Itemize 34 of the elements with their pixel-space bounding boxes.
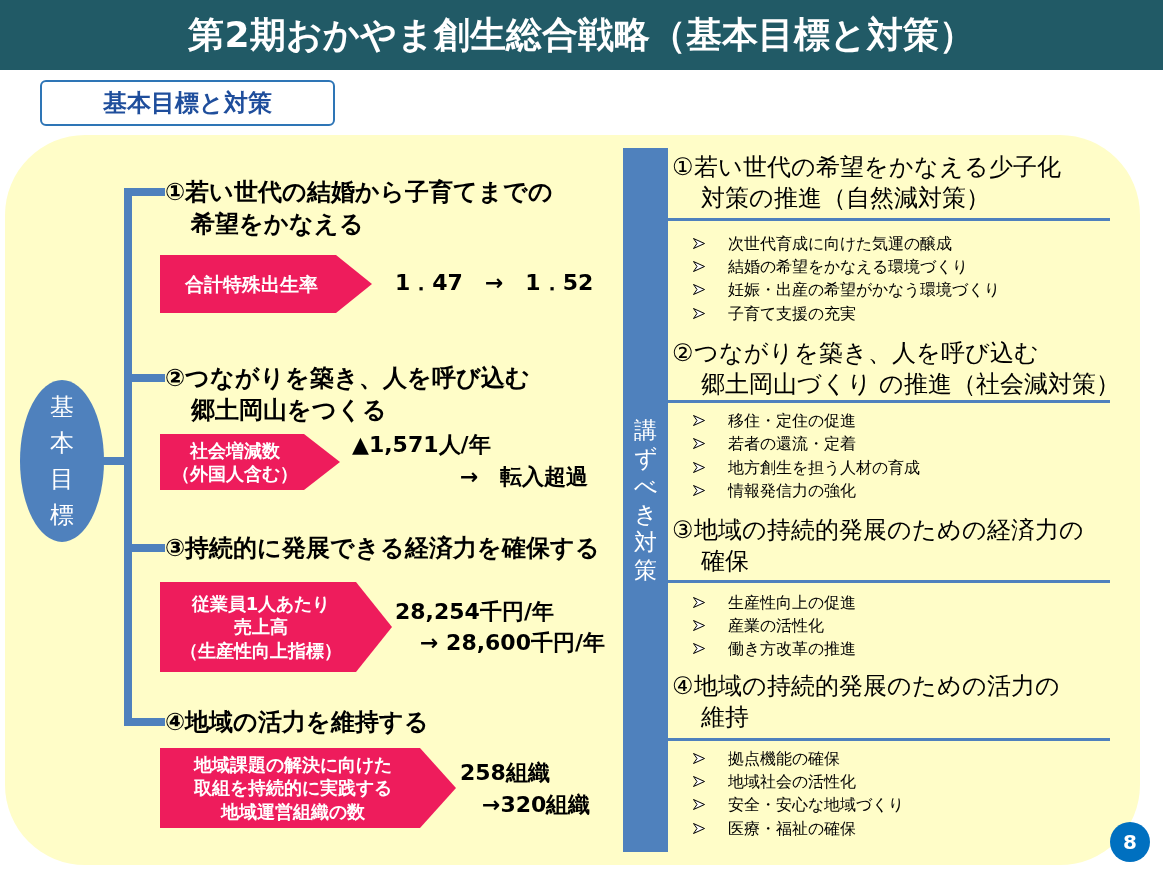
value-text: →320組織 [482,791,591,819]
goal-heading: ①若い世代の結婚から子育てまでの希望をかなえる [165,176,605,240]
bullet-item: 産業の活性化 [728,615,824,637]
value-text: ▲1,571人/年 [352,431,491,459]
section-tag: 基本目標と対策 [40,80,335,126]
measures-band: 講ずべき対策 [623,148,668,852]
bullet-item: 働き方改革の推進 [728,638,856,660]
value-text: 1．47 → 1．52 [395,269,594,297]
goal-heading: ④地域の活力を維持する [165,706,605,738]
measure-heading: ①若い世代の希望をかなえる少子化対策の推進（自然減対策） [672,152,1062,214]
bullet-item: 地方創生を担う人材の育成 [728,457,920,479]
bullet-item: 安全・安心な地域づくり [728,794,904,816]
bullet-item: 情報発信力の強化 [728,480,856,502]
bullet-item: 移住・定住の促進 [728,410,856,432]
bullet-item: 結婚の希望をかなえる環境づくり [728,256,968,278]
value-text: → 28,600千円/年 [420,629,606,657]
title-banner: 第2期おかやま創生総合戦略（基本目標と対策） [0,0,1163,70]
measure-heading: ③地域の持続的発展のための経済力の確保 [672,515,1085,577]
bullet-item: 生産性向上の促進 [728,592,856,614]
value-text: → 転入超過 [460,463,589,491]
bullet-item: 子育て支援の充実 [728,303,856,325]
bullet-item: 医療・福祉の確保 [728,818,856,840]
bullet-item: 若者の還流・定着 [728,433,856,455]
value-text: 28,254千円/年 [395,598,554,626]
bullet-item: 妊娠・出産の希望がかなう環境づくり [728,279,1000,301]
goal-heading: ②つながりを築き、人を呼び込む郷土岡山をつくる [165,362,605,426]
goal-heading: ③持続的に発展できる経済力を確保する [165,532,625,564]
bullet-item: 地域社会の活性化 [728,771,856,793]
measure-heading: ④地域の持続的発展のための活力の維持 [672,671,1061,733]
value-text: 258組織 [460,759,550,787]
bullet-item: 次世代育成に向けた気運の醸成 [728,233,952,255]
measure-heading: ②つながりを築き、人を呼び込む郷土岡山づくり の推進（社会減対策） [672,338,1122,400]
page-number: 8 [1110,822,1150,862]
bullet-item: 拠点機能の確保 [728,748,840,770]
